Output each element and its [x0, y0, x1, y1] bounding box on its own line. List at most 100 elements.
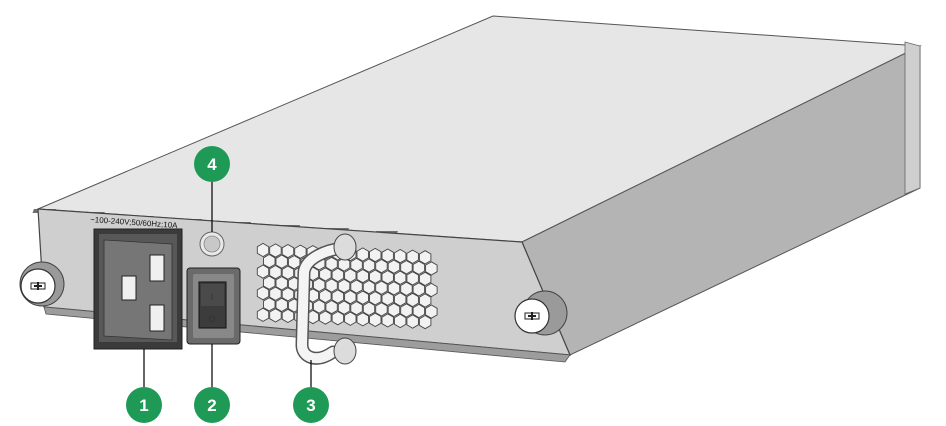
vent-hole [381, 313, 394, 328]
vent-hole [418, 271, 432, 287]
receptacle-pin-icon [121, 254, 165, 332]
vent-hole [381, 248, 394, 263]
vent-hole [375, 258, 388, 274]
vent-hole [369, 312, 382, 328]
vent-hole [337, 300, 351, 315]
vent-hole [312, 299, 326, 314]
vent-hole [406, 271, 419, 286]
vent-hole [269, 286, 282, 301]
vent-hole [331, 267, 345, 283]
vent-hole [425, 282, 438, 298]
vent-hole [344, 311, 357, 326]
vent-hole [400, 303, 413, 318]
vent-hole [350, 257, 363, 273]
vent-hole [269, 264, 282, 280]
vent-hole [287, 255, 301, 270]
callout-4: 4 [194, 146, 230, 182]
vent-hole [350, 301, 363, 316]
status-led [199, 231, 225, 257]
vent-hole [356, 268, 369, 284]
vent-hole [319, 310, 332, 325]
vent-hole [362, 301, 376, 316]
svg-text:1: 1 [139, 396, 148, 415]
callout-3: 3 [293, 387, 329, 423]
vent-hole [281, 265, 295, 280]
vent-hole [325, 299, 338, 315]
vent-hole [325, 256, 338, 272]
vent-hole [418, 250, 432, 265]
callout-1: 1 [126, 387, 162, 423]
vent-hole [269, 308, 282, 323]
vent-hole [387, 259, 401, 274]
vent-hole [331, 289, 345, 304]
vent-hole [393, 292, 407, 307]
vent-hole [337, 278, 351, 294]
vent-hole [387, 302, 401, 318]
vent-hole [356, 290, 369, 305]
callout-2: 2 [194, 387, 230, 423]
svg-text:4: 4 [207, 155, 217, 174]
ac-power-receptacle[interactable] [93, 228, 183, 350]
vent-hole [356, 247, 369, 262]
vent-hole [362, 279, 376, 295]
vent-hole [381, 270, 394, 285]
vent-hole [269, 243, 282, 258]
svg-text:3: 3 [306, 396, 315, 415]
vent-hole [319, 267, 332, 282]
vent-hole [344, 289, 357, 305]
vent-hole [387, 281, 401, 296]
vent-hole [256, 286, 270, 301]
vent-hole [393, 313, 407, 329]
vent-hole [400, 260, 413, 275]
vent-hole [256, 264, 270, 279]
vent-hole [263, 275, 276, 290]
vent-hole [400, 281, 413, 297]
vent-hole [294, 244, 307, 259]
vent-hole [281, 308, 295, 324]
vent-hole [275, 297, 288, 313]
vent-hole [412, 282, 426, 297]
vent-hole [312, 277, 326, 293]
vent-hole [393, 270, 407, 285]
vent-hole [369, 269, 382, 284]
vent-hole [263, 253, 276, 269]
screw-icon[interactable] [19, 261, 65, 307]
vent-hole [256, 307, 270, 322]
vent-hole [319, 288, 332, 304]
vent-hole [375, 302, 388, 317]
vent-hole [369, 291, 382, 306]
vent-hole [425, 261, 438, 276]
vent-hole [344, 268, 357, 283]
vent-hole [425, 304, 438, 319]
vent-hole [331, 310, 345, 326]
vent-hole [281, 243, 295, 259]
vent-hole [412, 260, 426, 275]
switch-on-symbol: I [211, 292, 214, 302]
vent-hole [418, 293, 432, 308]
vent-hole [256, 242, 270, 258]
vent-hole [362, 258, 376, 273]
vent-hole [325, 278, 338, 293]
vent-hole [393, 248, 407, 264]
callout-leader-lines [143, 179, 312, 390]
switch-off-symbol: O [208, 314, 215, 324]
screw-icon[interactable] [514, 290, 568, 336]
vent-hole [369, 247, 382, 263]
vent-hole [263, 297, 276, 312]
vent-hole [375, 280, 388, 295]
vent-hole [356, 312, 369, 327]
vent-hole [418, 314, 432, 330]
chassis-edge-face [904, 41, 921, 195]
handle[interactable] [295, 233, 357, 365]
vent-hole [275, 254, 288, 269]
vent-hole [406, 249, 419, 264]
vent-hole [406, 314, 419, 329]
svg-text:2: 2 [207, 396, 216, 415]
vent-hole [412, 303, 426, 319]
vent-hole [406, 292, 419, 308]
vent-hole [275, 276, 288, 291]
power-switch[interactable]: I O [186, 267, 241, 345]
vent-hole [281, 287, 295, 302]
